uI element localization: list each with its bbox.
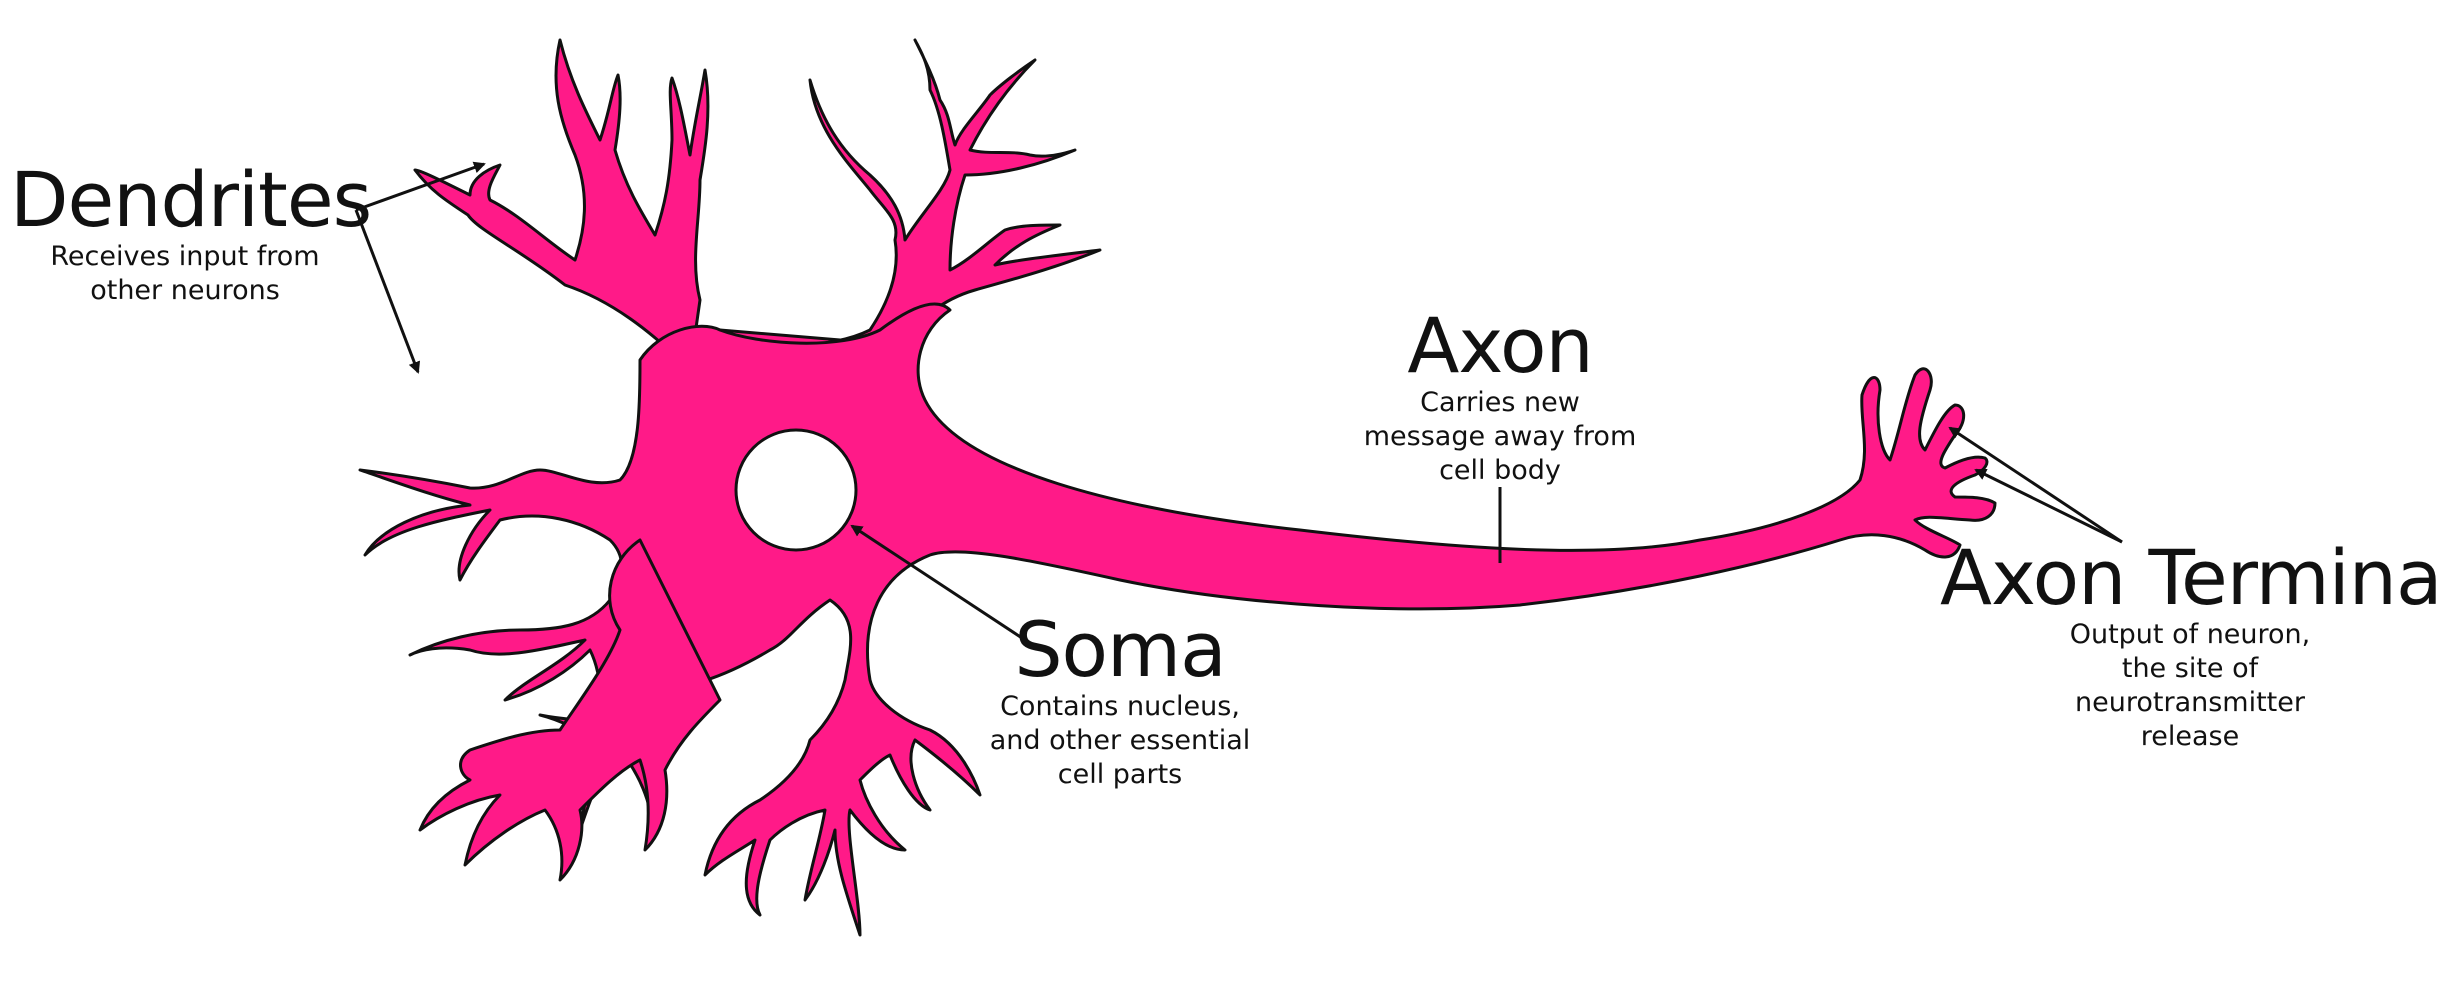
- soma-description-line-3: cell parts: [1057, 759, 1183, 790]
- axon-terminal-arrow-upper: [1948, 426, 2123, 544]
- dendrites-arrow-upper: [355, 161, 486, 212]
- neuron-shape: [358, 38, 1997, 937]
- axon-description-line-2: message away from: [1363, 421, 1637, 452]
- dendrite-upper-middle: [718, 38, 1102, 347]
- dendrite-upper-left: [413, 38, 710, 372]
- soma-description-line-1: Contains nucleus,: [1000, 691, 1240, 722]
- soma-title: Soma: [1014, 605, 1226, 694]
- soma-arrow: [850, 524, 1026, 642]
- nucleus-circle: [734, 428, 858, 552]
- soma-description-line-2: and other essential: [989, 725, 1251, 756]
- axon-terminal-description-line-1: Output of neuron,: [2069, 619, 2311, 650]
- soma-label: Soma Contains nucleus, and other essenti…: [970, 610, 1270, 792]
- callout-lines: [354, 161, 2123, 642]
- axon-title: Axon: [1407, 301, 1593, 390]
- axon-terminal-description-line-3: neurotransmitter: [2075, 687, 2305, 718]
- axon-description-line-3: cell body: [1439, 455, 1561, 486]
- dendrites-label: Dendrites Receives input from other neur…: [10, 155, 372, 308]
- axon-terminal-title: Axon Terminal: [1940, 533, 2448, 622]
- axon-terminal-description-line-4: release: [2140, 721, 2240, 752]
- axon-description-line-1: Carries new: [1420, 387, 1580, 418]
- axon-terminal-label: Axon Terminal Output of neuron, the site…: [1940, 533, 2448, 754]
- dendrites-title: Dendrites: [10, 155, 372, 244]
- dendrites-arrow-lower: [354, 209, 421, 374]
- dendrites-description-line-2: other neurons: [90, 275, 280, 306]
- dendrites-description-line-1: Receives input from: [50, 241, 320, 272]
- axon-terminal-arrow-lower: [1974, 468, 2123, 544]
- axon-label: Axon Carries new message away from cell …: [1325, 306, 1675, 488]
- dendrite-lower-left: [418, 538, 722, 882]
- axon-terminal-description-line-2: the site of: [2121, 653, 2259, 684]
